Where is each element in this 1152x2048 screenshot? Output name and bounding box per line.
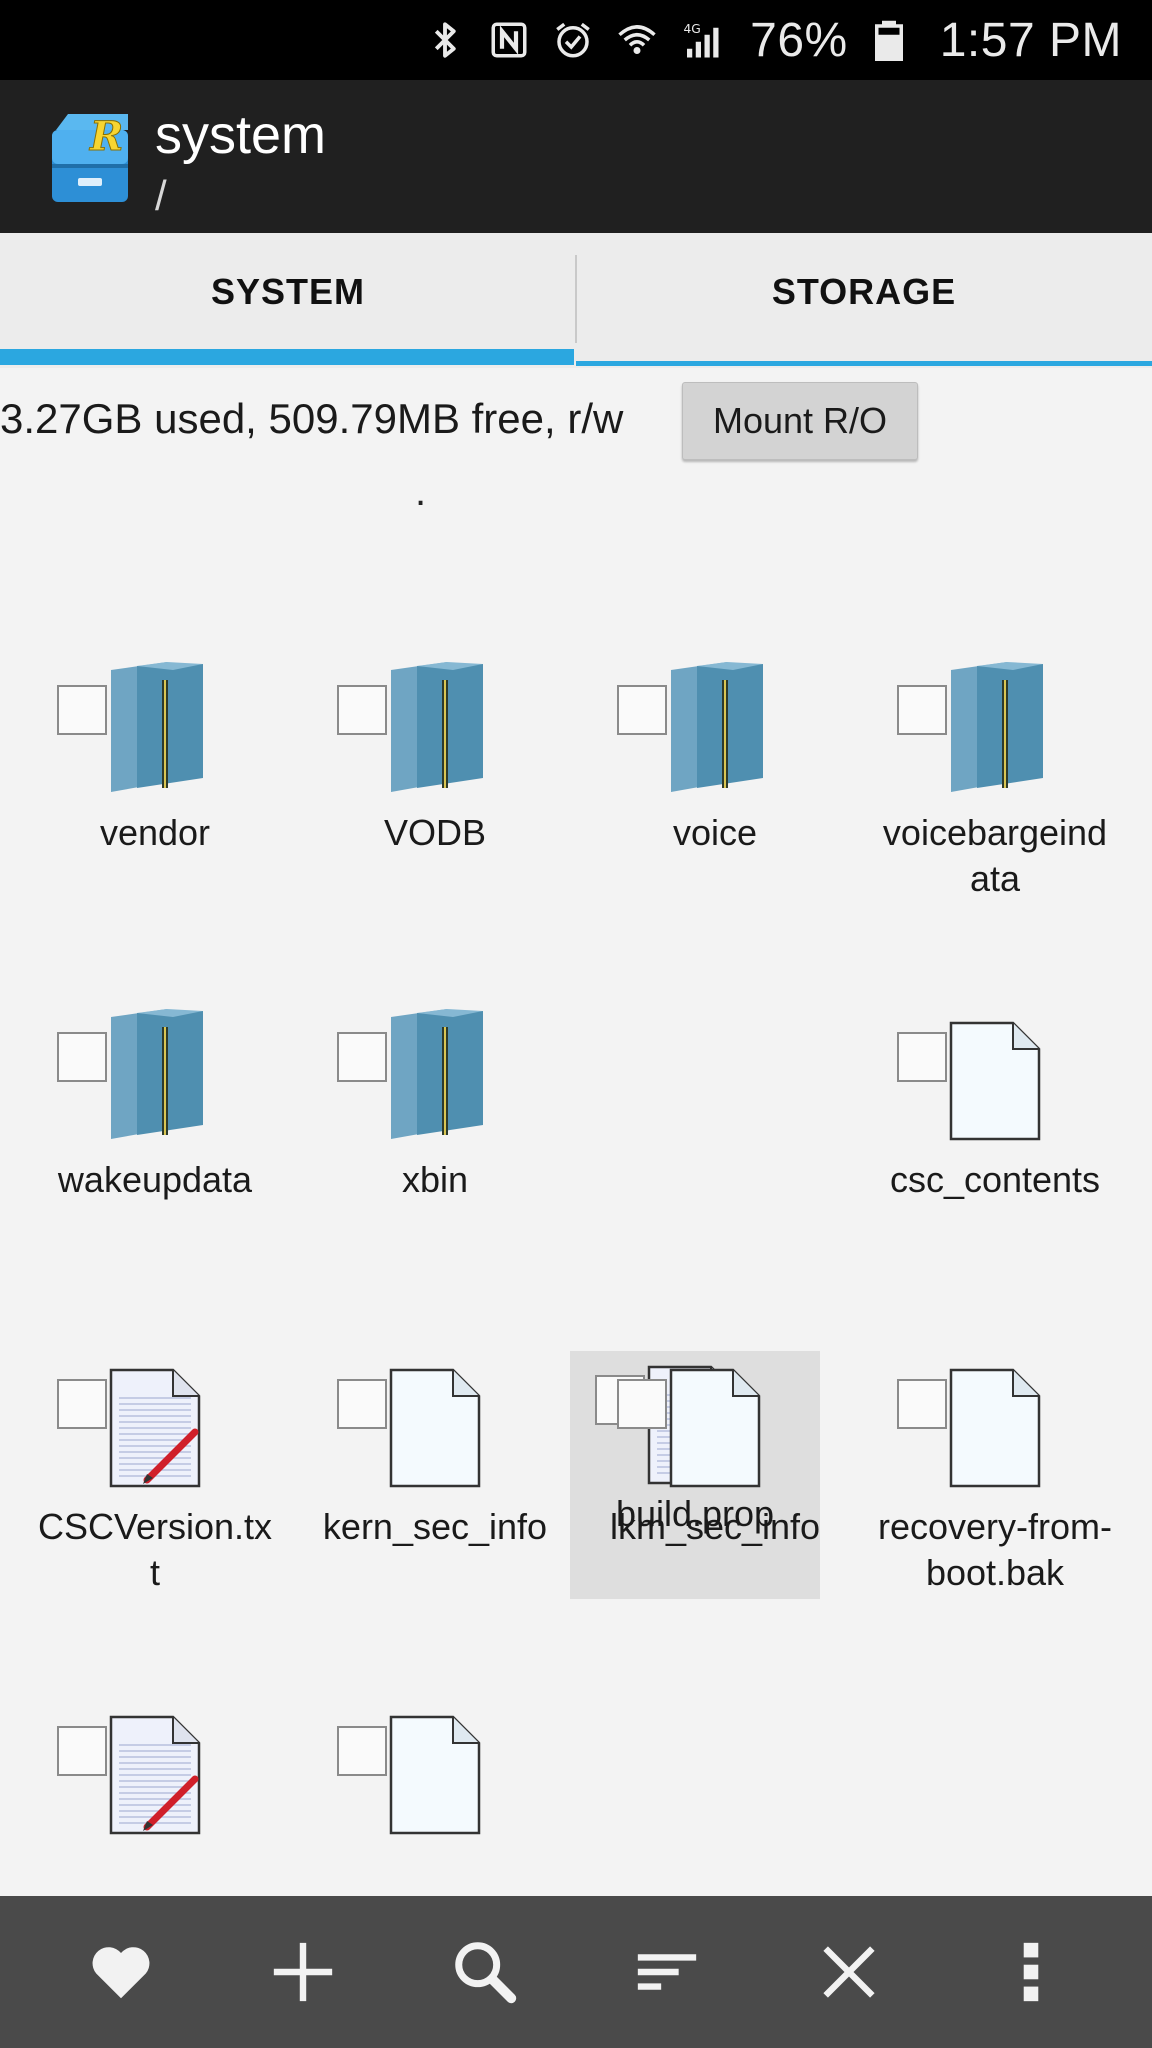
battery-icon — [866, 17, 912, 63]
folder-icon — [387, 660, 487, 805]
app-bar: R system / — [0, 80, 1152, 233]
tab-storage[interactable]: STORAGE — [771, 270, 957, 312]
file-name: csc_contents — [889, 1159, 1101, 1200]
folder-item[interactable]: VODB — [295, 560, 575, 860]
text-file-icon — [107, 1366, 203, 1495]
select-checkbox[interactable] — [617, 685, 667, 735]
select-checkbox[interactable] — [57, 1032, 107, 1082]
current-path: / — [155, 172, 167, 219]
tab-system[interactable]: SYSTEM — [210, 270, 366, 312]
select-checkbox[interactable] — [337, 1032, 387, 1082]
select-checkbox[interactable] — [57, 1379, 107, 1429]
file-item[interactable] — [15, 1601, 295, 1901]
file-name: recovery-from- boot.bak — [877, 1506, 1113, 1593]
file-name: vendor — [99, 812, 211, 853]
clock: 1:57 PM — [939, 13, 1122, 67]
svg-text:R: R — [89, 113, 123, 160]
select-checkbox[interactable] — [897, 1379, 947, 1429]
mount-ro-button[interactable]: Mount R/O — [682, 382, 918, 460]
file-icon — [387, 1713, 483, 1842]
file-item[interactable]: CSCVersion.tx t — [15, 1254, 295, 1593]
close-x-icon[interactable] — [799, 1922, 899, 2022]
file-item[interactable]: csc_contents — [855, 907, 1135, 1207]
lte-signal-icon: 4G — [678, 17, 724, 63]
text-file-icon — [107, 1713, 203, 1842]
file-item[interactable] — [295, 1601, 575, 1901]
file-icon — [947, 1019, 1043, 1148]
select-checkbox[interactable] — [57, 1726, 107, 1776]
active-tab-indicator — [0, 349, 574, 365]
search-icon[interactable] — [435, 1922, 535, 2022]
file-name: lkm_sec_info — [609, 1506, 821, 1547]
select-checkbox[interactable] — [337, 685, 387, 735]
folder-item[interactable]: vendor — [15, 560, 295, 860]
root-explorer-logo-icon[interactable]: R — [46, 108, 134, 206]
file-grid: vendor VODB voice voicebargeind ata wake… — [0, 560, 1152, 1896]
select-checkbox[interactable] — [897, 685, 947, 735]
file-name: voice — [672, 812, 758, 853]
select-checkbox[interactable] — [337, 1379, 387, 1429]
folder-item[interactable]: xbin — [295, 907, 575, 1207]
svg-text:4G: 4G — [684, 22, 701, 36]
file-icon — [667, 1366, 763, 1495]
select-checkbox[interactable] — [617, 1379, 667, 1429]
file-name: CSCVersion.tx t — [37, 1506, 273, 1593]
tab-bar: SYSTEM STORAGE — [0, 233, 1152, 368]
favorite-heart-icon[interactable] — [71, 1922, 171, 2022]
nfc-icon — [486, 17, 532, 63]
select-checkbox[interactable] — [897, 1032, 947, 1082]
file-icon — [947, 1366, 1043, 1495]
alarm-icon — [550, 17, 596, 63]
status-bar: 4G 76% 1:57 PM — [0, 0, 1152, 80]
folder-icon — [107, 660, 207, 805]
file-name: VODB — [383, 812, 487, 853]
folder-icon — [667, 660, 767, 805]
folder-item[interactable]: voice — [575, 560, 855, 860]
sort-icon[interactable] — [617, 1922, 717, 2022]
folder-item[interactable]: wakeupdata — [15, 907, 295, 1207]
file-item[interactable]: recovery-from- boot.bak — [855, 1254, 1135, 1593]
inactive-tab-line — [576, 361, 1152, 366]
file-icon — [387, 1366, 483, 1495]
storage-info: 3.27GB used, 509.79MB free, r/w — [0, 395, 624, 442]
file-name: xbin — [401, 1159, 469, 1200]
select-checkbox[interactable] — [337, 1726, 387, 1776]
folder-item[interactable]: voicebargeind ata — [855, 560, 1135, 899]
folder-icon — [947, 660, 1047, 805]
overflow-menu-icon[interactable] — [981, 1922, 1081, 2022]
current-directory-entry[interactable]: . — [415, 470, 427, 514]
folder-icon — [107, 1007, 207, 1152]
tab-divider — [575, 255, 577, 343]
file-name: wakeupdata — [57, 1159, 253, 1200]
battery-percent: 76% — [750, 13, 848, 67]
add-plus-icon[interactable] — [253, 1922, 353, 2022]
folder-icon — [387, 1007, 487, 1152]
app-title: system — [155, 105, 327, 165]
bottom-toolbar — [0, 1896, 1152, 2048]
file-name: build.prop — [615, 1493, 775, 1534]
file-item[interactable]: lkm_sec_info — [575, 1254, 855, 1554]
wifi-icon — [614, 17, 660, 63]
file-name: kern_sec_info — [322, 1506, 548, 1547]
file-name: voicebargeind ata — [882, 812, 1108, 899]
file-item[interactable]: kern_sec_info — [295, 1254, 575, 1554]
select-checkbox[interactable] — [57, 685, 107, 735]
bluetooth-icon — [422, 17, 468, 63]
